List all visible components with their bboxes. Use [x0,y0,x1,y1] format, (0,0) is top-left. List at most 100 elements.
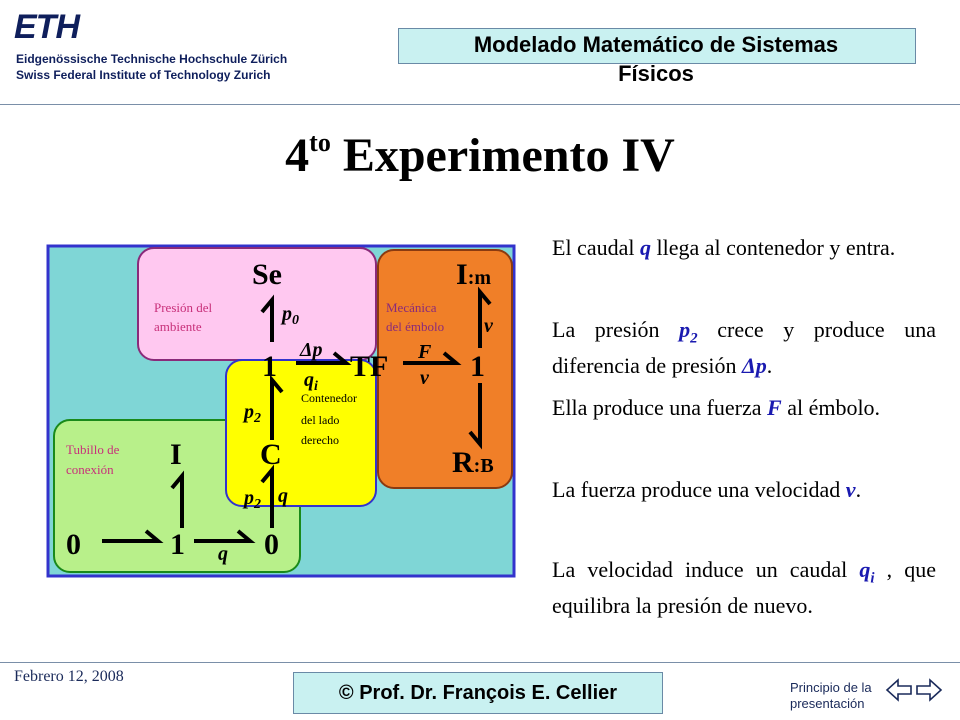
label-velocity-tf: v [420,367,430,389]
footer-author: © Prof. Dr. François E. Cellier [293,672,663,714]
bond-0-c [260,464,274,528]
footer-date: Febrero 12, 2008 [14,668,124,685]
eth-logo-mark: ETH [14,8,80,46]
label-dp: Δp [299,339,323,361]
next-slide-icon[interactable] [914,676,944,704]
course-title-box [398,28,916,64]
paragraph-force-symbol: F [767,395,782,420]
bond-1-tf [296,351,352,365]
label-p2-upper: p2 [242,401,261,426]
paragraph-induced-flow-text-a: La velocidad induce un caudal [552,557,860,582]
paragraph-flow-enters-text-b: llega al contenedor y entra. [650,235,896,260]
node-zero-left: 0 [66,528,81,561]
previous-slide-icon[interactable] [884,676,914,704]
node-i: I [170,438,182,471]
paragraph-flow-enters-symbol: q [639,235,651,260]
paragraph-force-text-b: al émbolo. [781,395,881,420]
region-container-caption-3: derecho [301,433,339,447]
course-title: Modelado Matemático de Sistemas Físicos [398,32,914,88]
paragraph-velocity-text-b: . [855,477,862,502]
slide-title: 4to Experimento IV [0,128,960,183]
label-p0-sub: 0 [292,313,299,328]
region-ambient-caption: Presión del [154,300,213,315]
node-one-right: 1 [470,350,485,383]
paragraph-pressure-rises-text-b: crece y produce una diferencia de presió… [552,317,936,379]
start-link-line2: presentación [790,696,865,711]
paragraph-pressure-rises-delta: Δp [741,353,767,379]
label-velocity-im: v [484,315,494,337]
bond-1-rb [468,383,482,450]
label-force: F [417,341,432,363]
start-of-presentation-link[interactable]: Principio de la presentación [790,680,900,712]
bond-1-i [170,470,184,528]
start-link-line1: Principio de la [790,680,872,695]
node-rb: R:B [452,446,494,479]
paragraph-flow-enters: El caudal q llega al contenedor y entra. [552,234,936,262]
label-qi-letter: q [304,369,314,391]
course-title-line2: Físicos [618,61,694,86]
slide-title-ordinal: to [309,128,331,157]
label-p2-lower-sub: 2 [253,497,261,512]
slide-title-text: Experimento IV [330,129,675,182]
label-p2-lower-letter: p [242,487,254,509]
paragraph-velocity: La fuerza produce una velocidad v. [552,476,936,504]
slide-title-number: 4 [285,129,310,182]
paragraph-force-text-a: Ella produce una fuerza [552,395,767,420]
eth-logo-line-german: Eidgenössische Technische Hochschule Zür… [16,52,288,66]
region-tube-caption: Tubillo de [66,442,120,457]
label-p2-lower: p2 [242,487,261,512]
paragraph-force: Ella produce una fuerza F al émbolo. [552,394,936,422]
node-im: I:m [456,258,491,291]
bond-c-1 [270,374,284,440]
region-ambient-caption-2: ambiente [154,319,202,334]
node-one-bottom: 1 [170,528,185,561]
eth-logo: ETH Eidgenössische Technische Hochschule… [14,8,287,92]
region-piston-caption: Mecánica [386,300,437,315]
node-im-letter: I [456,258,468,291]
bond-1-im [478,286,492,348]
header-divider [0,104,960,105]
paragraph-flow-enters-text-a: El caudal [552,235,640,260]
paragraph-velocity-text-a: La fuerza produce una velocidad [552,477,846,502]
label-q-container: q [278,485,288,507]
node-se: Se [252,258,282,291]
region-piston [377,249,513,489]
paragraph-induced-flow: La velocidad induce un caudal qi , que e… [552,556,936,620]
nodes: Se I:m 1 TF 1 R:B C I 0 1 0 [66,258,494,561]
bond-0-1 [102,529,164,543]
label-qi-sub: i [314,379,318,394]
bonds [102,286,492,543]
node-im-sub: :m [468,267,492,289]
label-p0: p0 [280,303,299,328]
paragraph-pressure-rises: La presión p2 crece y produce una difere… [552,316,936,380]
bond-labels: p0 Δp qi F v v p2 p2 q q [218,303,494,565]
label-p2-upper-letter: p [242,401,254,423]
region-container-caption-2: del lado [301,413,339,427]
label-p2-upper-sub: 2 [253,411,261,426]
label-p0-letter: p [280,303,292,325]
paragraph-velocity-symbol: v [845,477,856,502]
region-container [225,359,377,507]
paragraph-induced-flow-subscript: i [870,570,875,587]
eth-logo-line-english: Swiss Federal Institute of Technology Zu… [16,68,271,82]
bond-se-1 [260,294,274,342]
footer-divider [0,662,960,663]
course-title-line1: Modelado Matemático de Sistemas [473,32,839,57]
paragraph-pressure-rises-text-a: La presión [552,317,680,342]
label-qi: qi [304,369,318,394]
paragraph-induced-flow-text-b: , que equilibra la presión de nuevo. [552,557,936,619]
bond-tf-1 [403,351,462,365]
region-container-caption: Contenedor [301,391,357,405]
region-tube-caption-2: conexión [66,462,114,477]
region-piston-caption-2: del émbolo [386,319,444,334]
bond-1-0 [194,529,256,543]
node-rb-letter: R [452,446,474,479]
node-rb-sub: :B [474,455,494,477]
paragraph-induced-flow-symbol: q [859,557,871,582]
node-one-left: 1 [262,350,277,383]
paragraph-pressure-rises-text-c: . [766,353,773,379]
label-q-bottom: q [218,543,228,565]
node-zero-right: 0 [264,528,279,561]
node-c: C [260,438,282,471]
